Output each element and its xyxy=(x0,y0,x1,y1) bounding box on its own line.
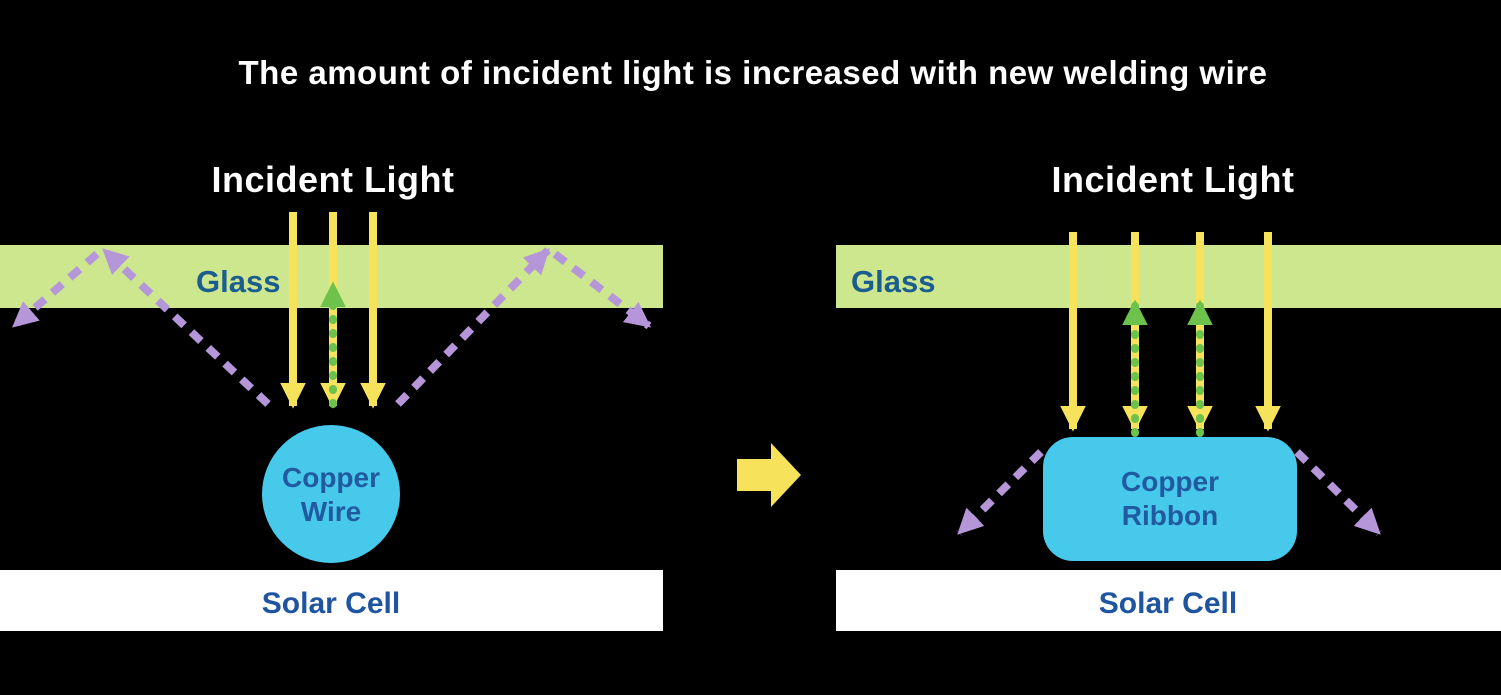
right-panel: Incident Light Glass Copper Ribbon Solar… xyxy=(836,159,1501,631)
diagram-title: The amount of incident light is increase… xyxy=(239,54,1268,91)
copper-ribbon-label-line2: Ribbon xyxy=(1122,500,1218,531)
copper-wire-label-line1: Copper xyxy=(282,462,380,493)
copper-ribbon-label-line1: Copper xyxy=(1121,466,1219,497)
solar-cell-bar xyxy=(0,570,663,631)
copper-ribbon-shape xyxy=(1043,437,1297,561)
solar-cell-bar xyxy=(836,570,1501,631)
glass-bar xyxy=(836,245,1501,308)
left-panel: Incident Light Glass Copper Wire Solar C… xyxy=(0,159,663,631)
reflected-ray-icon xyxy=(101,247,271,407)
reflected-ray-icon xyxy=(395,247,551,407)
reflected-ray-icon xyxy=(552,250,652,330)
incident-light-label: Incident Light xyxy=(1052,159,1295,200)
incident-light-label: Incident Light xyxy=(212,159,455,200)
glass-label: Glass xyxy=(196,264,280,299)
solar-cell-label: Solar Cell xyxy=(262,587,400,620)
reflected-ray-icon xyxy=(11,250,100,330)
reflected-ray-icon xyxy=(956,449,1044,536)
solar-cell-label: Solar Cell xyxy=(1099,587,1237,620)
reflected-ray-icon xyxy=(1294,449,1382,536)
copper-wire-label-line2: Wire xyxy=(301,496,361,527)
copper-wire-shape xyxy=(262,425,400,563)
glass-label: Glass xyxy=(851,264,935,299)
transition-arrow-icon xyxy=(737,443,801,507)
